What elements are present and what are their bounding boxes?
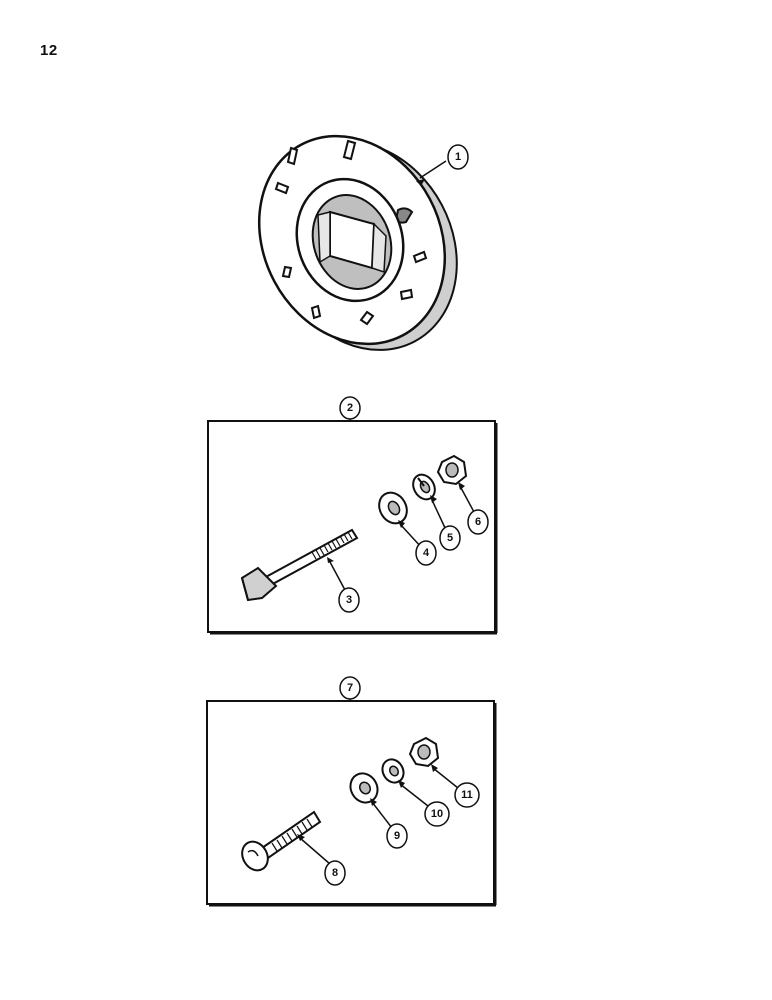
callout-10: 10 — [424, 801, 450, 827]
carriage-bolt-part — [241, 810, 331, 872]
callout-9: 9 — [386, 823, 408, 849]
callout-5: 5 — [439, 525, 461, 551]
callout-4: 4 — [415, 540, 437, 566]
hex-nut-part — [436, 454, 475, 513]
svg-text:8: 8 — [332, 867, 338, 879]
page-number: 12 — [40, 42, 58, 59]
svg-text:6: 6 — [475, 516, 481, 528]
svg-text:3: 3 — [346, 594, 352, 606]
callout-1: 1 — [447, 144, 469, 170]
svg-text:1: 1 — [455, 151, 461, 163]
svg-text:5: 5 — [447, 532, 453, 544]
svg-text:10: 10 — [431, 808, 443, 820]
callout-6: 6 — [467, 509, 489, 535]
callout-8: 8 — [324, 860, 346, 886]
hardware-panel-b — [206, 698, 497, 907]
callout-3: 3 — [338, 587, 360, 613]
callout-7: 7 — [339, 676, 361, 700]
svg-text:2: 2 — [347, 402, 353, 414]
lock-washer-part-b — [381, 758, 429, 807]
hex-nut-part-b — [408, 736, 459, 789]
svg-text:4: 4 — [423, 547, 430, 559]
t-bolt-part — [240, 528, 359, 602]
svg-text:11: 11 — [461, 789, 473, 801]
callout-2: 2 — [339, 396, 361, 420]
svg-text:7: 7 — [347, 682, 353, 694]
svg-text:9: 9 — [394, 830, 400, 842]
callout-11: 11 — [454, 782, 480, 808]
wheel-weight — [257, 134, 458, 351]
flat-washer-part-b — [349, 772, 393, 829]
lock-washer-part — [412, 473, 447, 531]
flat-washer-part — [378, 491, 423, 549]
